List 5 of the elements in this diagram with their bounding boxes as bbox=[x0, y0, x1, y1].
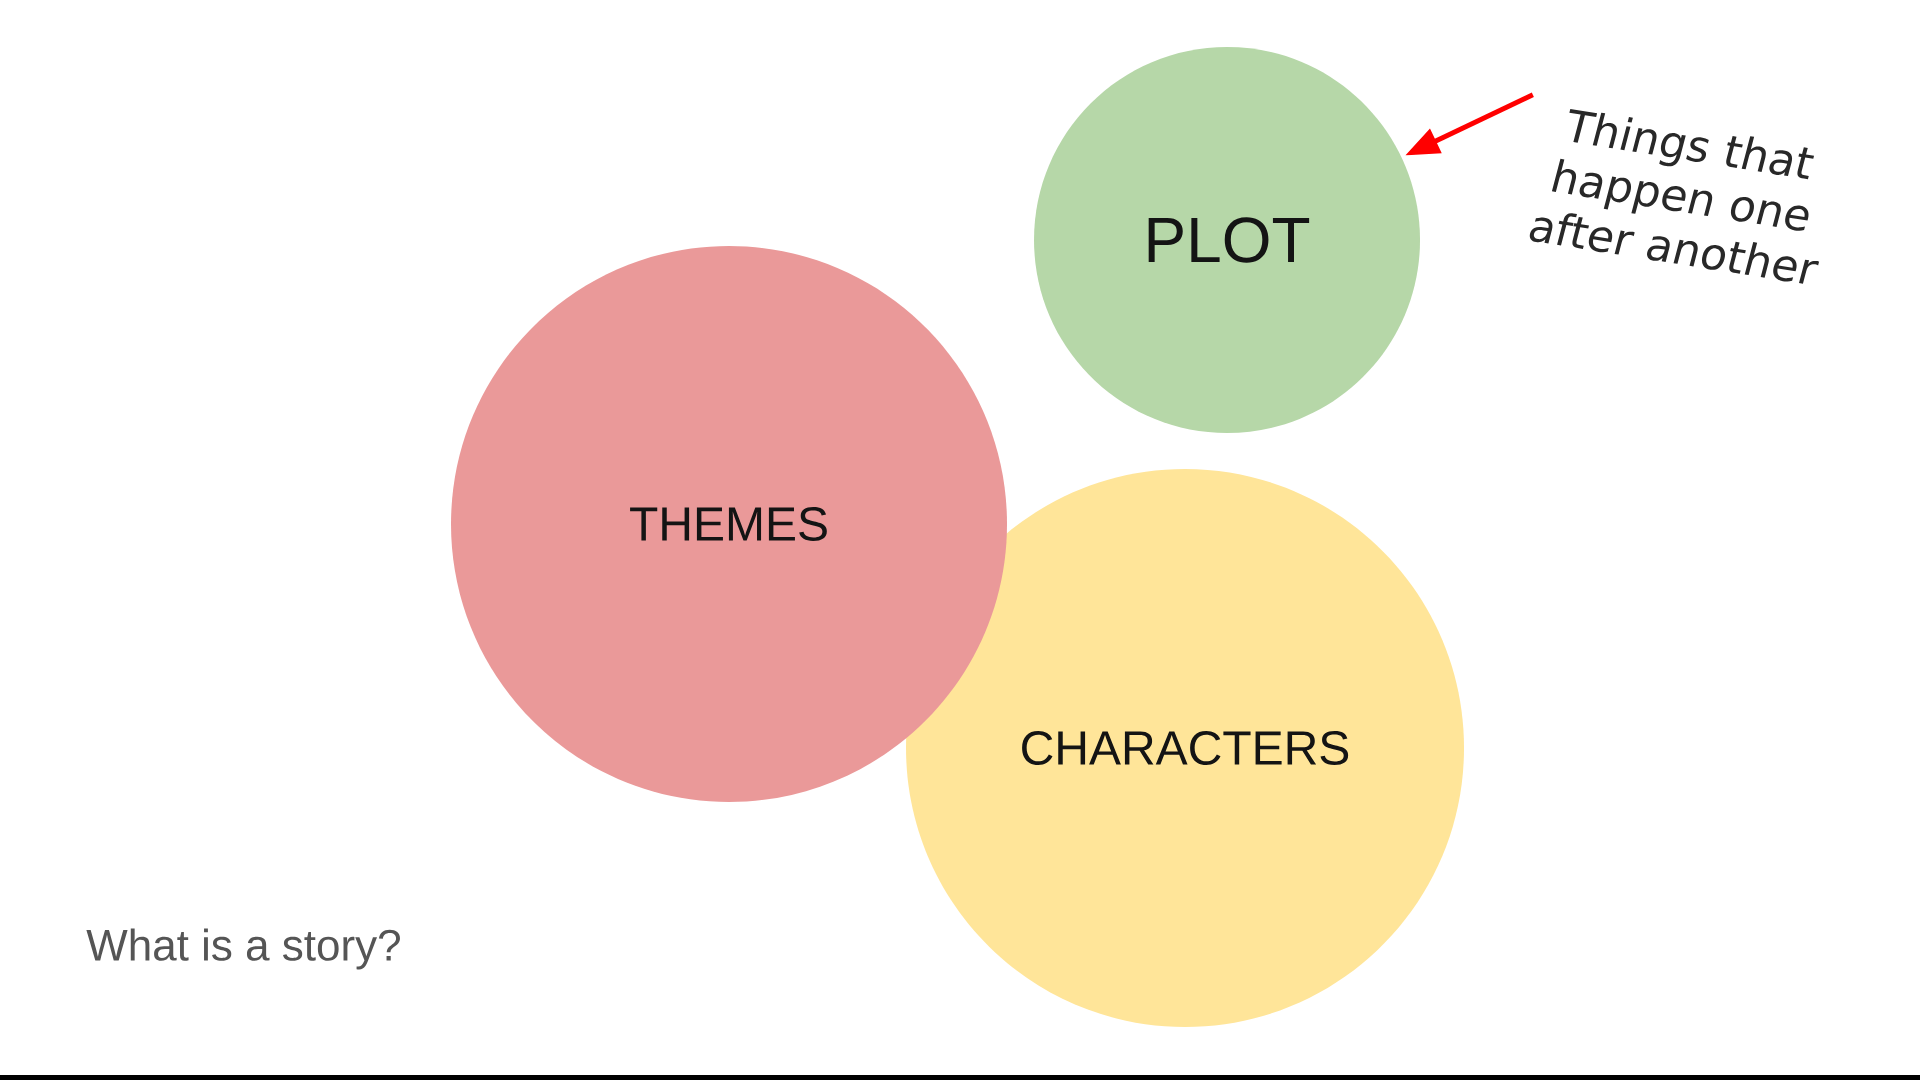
handwritten-note: Things that happen one after another bbox=[1529, 109, 1820, 284]
circle-node: CHARACTERS bbox=[906, 469, 1464, 1027]
circle-node: PLOT bbox=[1034, 47, 1420, 433]
slide-caption: What is a story? bbox=[86, 928, 400, 970]
circle-node: THEMES bbox=[451, 246, 1007, 802]
